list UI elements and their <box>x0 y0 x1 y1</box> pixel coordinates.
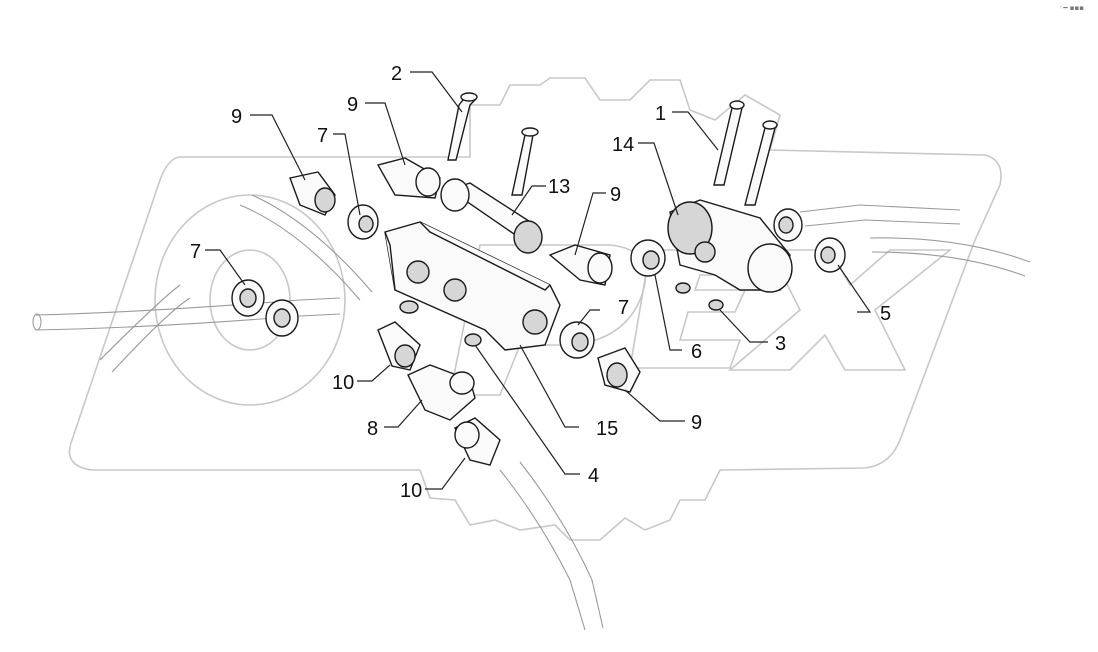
callout-labels: 2 1 9 9 7 14 13 9 7 7 5 6 3 10 8 15 9 4 … <box>190 63 891 502</box>
hydraulic-valve <box>667 199 793 293</box>
leader-lines <box>205 71 872 490</box>
watermark-gear <box>68 77 1002 541</box>
connector-pipe <box>440 178 543 254</box>
callout-6: 6 <box>691 341 702 363</box>
callout-9-mid: 9 <box>610 184 621 206</box>
callout-7-left: 7 <box>190 241 201 263</box>
hose-lines <box>32 194 1031 631</box>
callout-7-right: 7 <box>618 297 629 319</box>
elbow-fittings <box>289 157 641 393</box>
callout-10-bottom: 10 <box>400 480 422 502</box>
callout-14: 14 <box>612 134 634 156</box>
bolts <box>447 92 778 206</box>
callout-2: 2 <box>391 63 402 85</box>
callout-9-top: 9 <box>347 94 358 116</box>
callout-10-left: 10 <box>332 372 354 394</box>
callout-1: 1 <box>655 103 666 125</box>
callout-8: 8 <box>367 418 378 440</box>
callout-3: 3 <box>775 333 786 355</box>
tee-and-adapters <box>377 321 501 466</box>
callout-13: 13 <box>548 176 570 198</box>
straight-fittings <box>231 204 846 359</box>
callout-5: 5 <box>880 303 891 325</box>
callout-15: 15 <box>596 418 618 440</box>
callout-7-top: 7 <box>317 125 328 147</box>
corner-mark: ◦━ ▪▪▪ <box>1059 4 1084 12</box>
callout-9-top-left: 9 <box>231 106 242 128</box>
valve-block <box>384 221 561 351</box>
callout-9-bottom: 9 <box>691 412 702 434</box>
callout-4: 4 <box>588 465 599 487</box>
nuts <box>399 282 724 347</box>
